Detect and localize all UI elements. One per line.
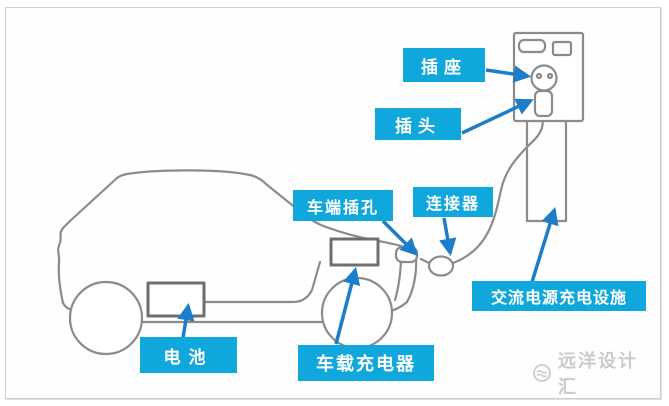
battery-box [146, 281, 206, 318]
rear-wheel [320, 276, 394, 350]
front-wheel [68, 280, 144, 356]
station-card-slot [551, 40, 573, 57]
ac-facility-arrow [530, 206, 559, 283]
station-display-slot [517, 38, 547, 54]
label-vehicle-inlet: 车端插孔 [293, 190, 393, 221]
vehicle-inlet-arrow [381, 219, 418, 256]
socket-pinhole-right [546, 72, 554, 80]
label-ac-charging-facility: 交流电源充电设施 [472, 281, 646, 311]
connector-oval [427, 255, 455, 277]
connector-stub [419, 257, 431, 265]
label-connector: 连接器 [413, 187, 493, 217]
vehicle-inlet-port [394, 245, 419, 264]
plug-shape [533, 89, 554, 118]
charging-cable [451, 114, 544, 265]
socket-arrow [485, 65, 532, 83]
battery-cable [202, 260, 322, 304]
label-socket: 插座 [403, 48, 485, 82]
battery-arrow [177, 302, 195, 339]
car-rear-lower [389, 300, 409, 313]
watermark-logo-icon [533, 364, 551, 382]
plug-arrow [461, 98, 534, 135]
connector-arrow [439, 217, 457, 257]
station-pedestal [525, 119, 568, 223]
label-plug: 插头 [375, 108, 461, 140]
socket-pinhole-left [535, 72, 543, 80]
onboard-charger-arrow [334, 266, 361, 345]
station-socket-circle [530, 64, 558, 92]
watermark: 远洋设计汇 [532, 351, 652, 397]
onboard-charger-box [329, 237, 380, 267]
rear-bumper-line [393, 260, 403, 302]
watermark-text: 远洋设计汇 [558, 351, 638, 397]
label-onboard-charger: 车载充电器 [298, 345, 434, 381]
label-battery: 电池 [140, 337, 237, 373]
